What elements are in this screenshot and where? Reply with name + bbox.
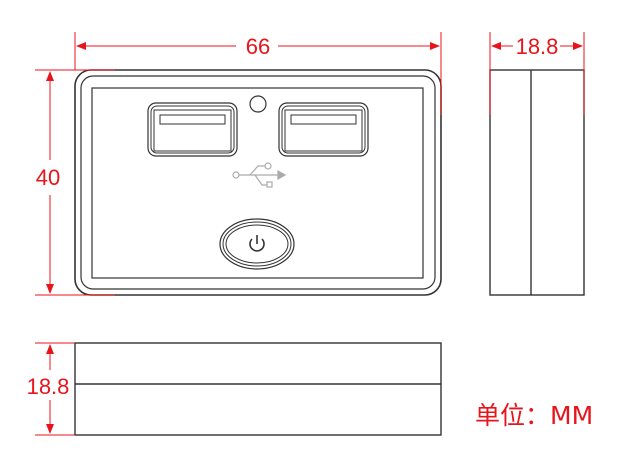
bottom-depth-dimension-label: 18.8 [27,374,70,399]
front-bezel [80,75,436,290]
power-icon [249,235,265,252]
usb-logo-icon [232,162,287,188]
unit-label: 单位：MM [475,401,593,430]
side-depth-dimension-label: 18.8 [516,34,559,59]
front-view [74,69,442,296]
bottom-view [74,342,442,436]
led-indicator [249,95,267,113]
side-view [489,69,585,296]
usb-port-right [278,102,369,157]
dimension-lines [35,32,585,436]
power-button [219,218,295,270]
front-panel [91,87,424,279]
height-dimension-label: 40 [36,165,60,190]
width-dimension-label: 66 [246,34,270,59]
front-outer-shell [74,69,442,296]
usb-port-left [147,102,238,157]
